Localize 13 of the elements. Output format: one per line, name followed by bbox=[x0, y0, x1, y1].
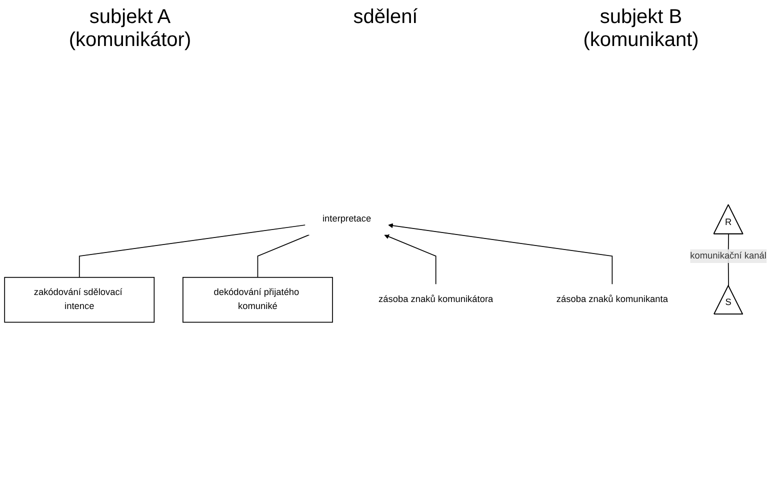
node-box: dekódování přijatého komuniké bbox=[182, 276, 333, 323]
node-box: zakódování sdělovací intence bbox=[4, 276, 155, 323]
connector bbox=[257, 234, 310, 278]
node-text: zásoba znaků komunikátora bbox=[378, 294, 494, 304]
arrow bbox=[388, 223, 613, 285]
node-text: interpretace bbox=[322, 214, 372, 224]
edge-label: komunikační kanál bbox=[690, 250, 766, 261]
subject-label: sdělení bbox=[353, 6, 418, 30]
subject-label: subjekt A (komunikátor) bbox=[68, 6, 192, 52]
subject-label: subjekt B (komunikant) bbox=[582, 6, 700, 52]
arrow bbox=[384, 234, 436, 285]
node-text: zásoba znaků komunikanta bbox=[556, 294, 668, 304]
connector bbox=[78, 224, 306, 278]
